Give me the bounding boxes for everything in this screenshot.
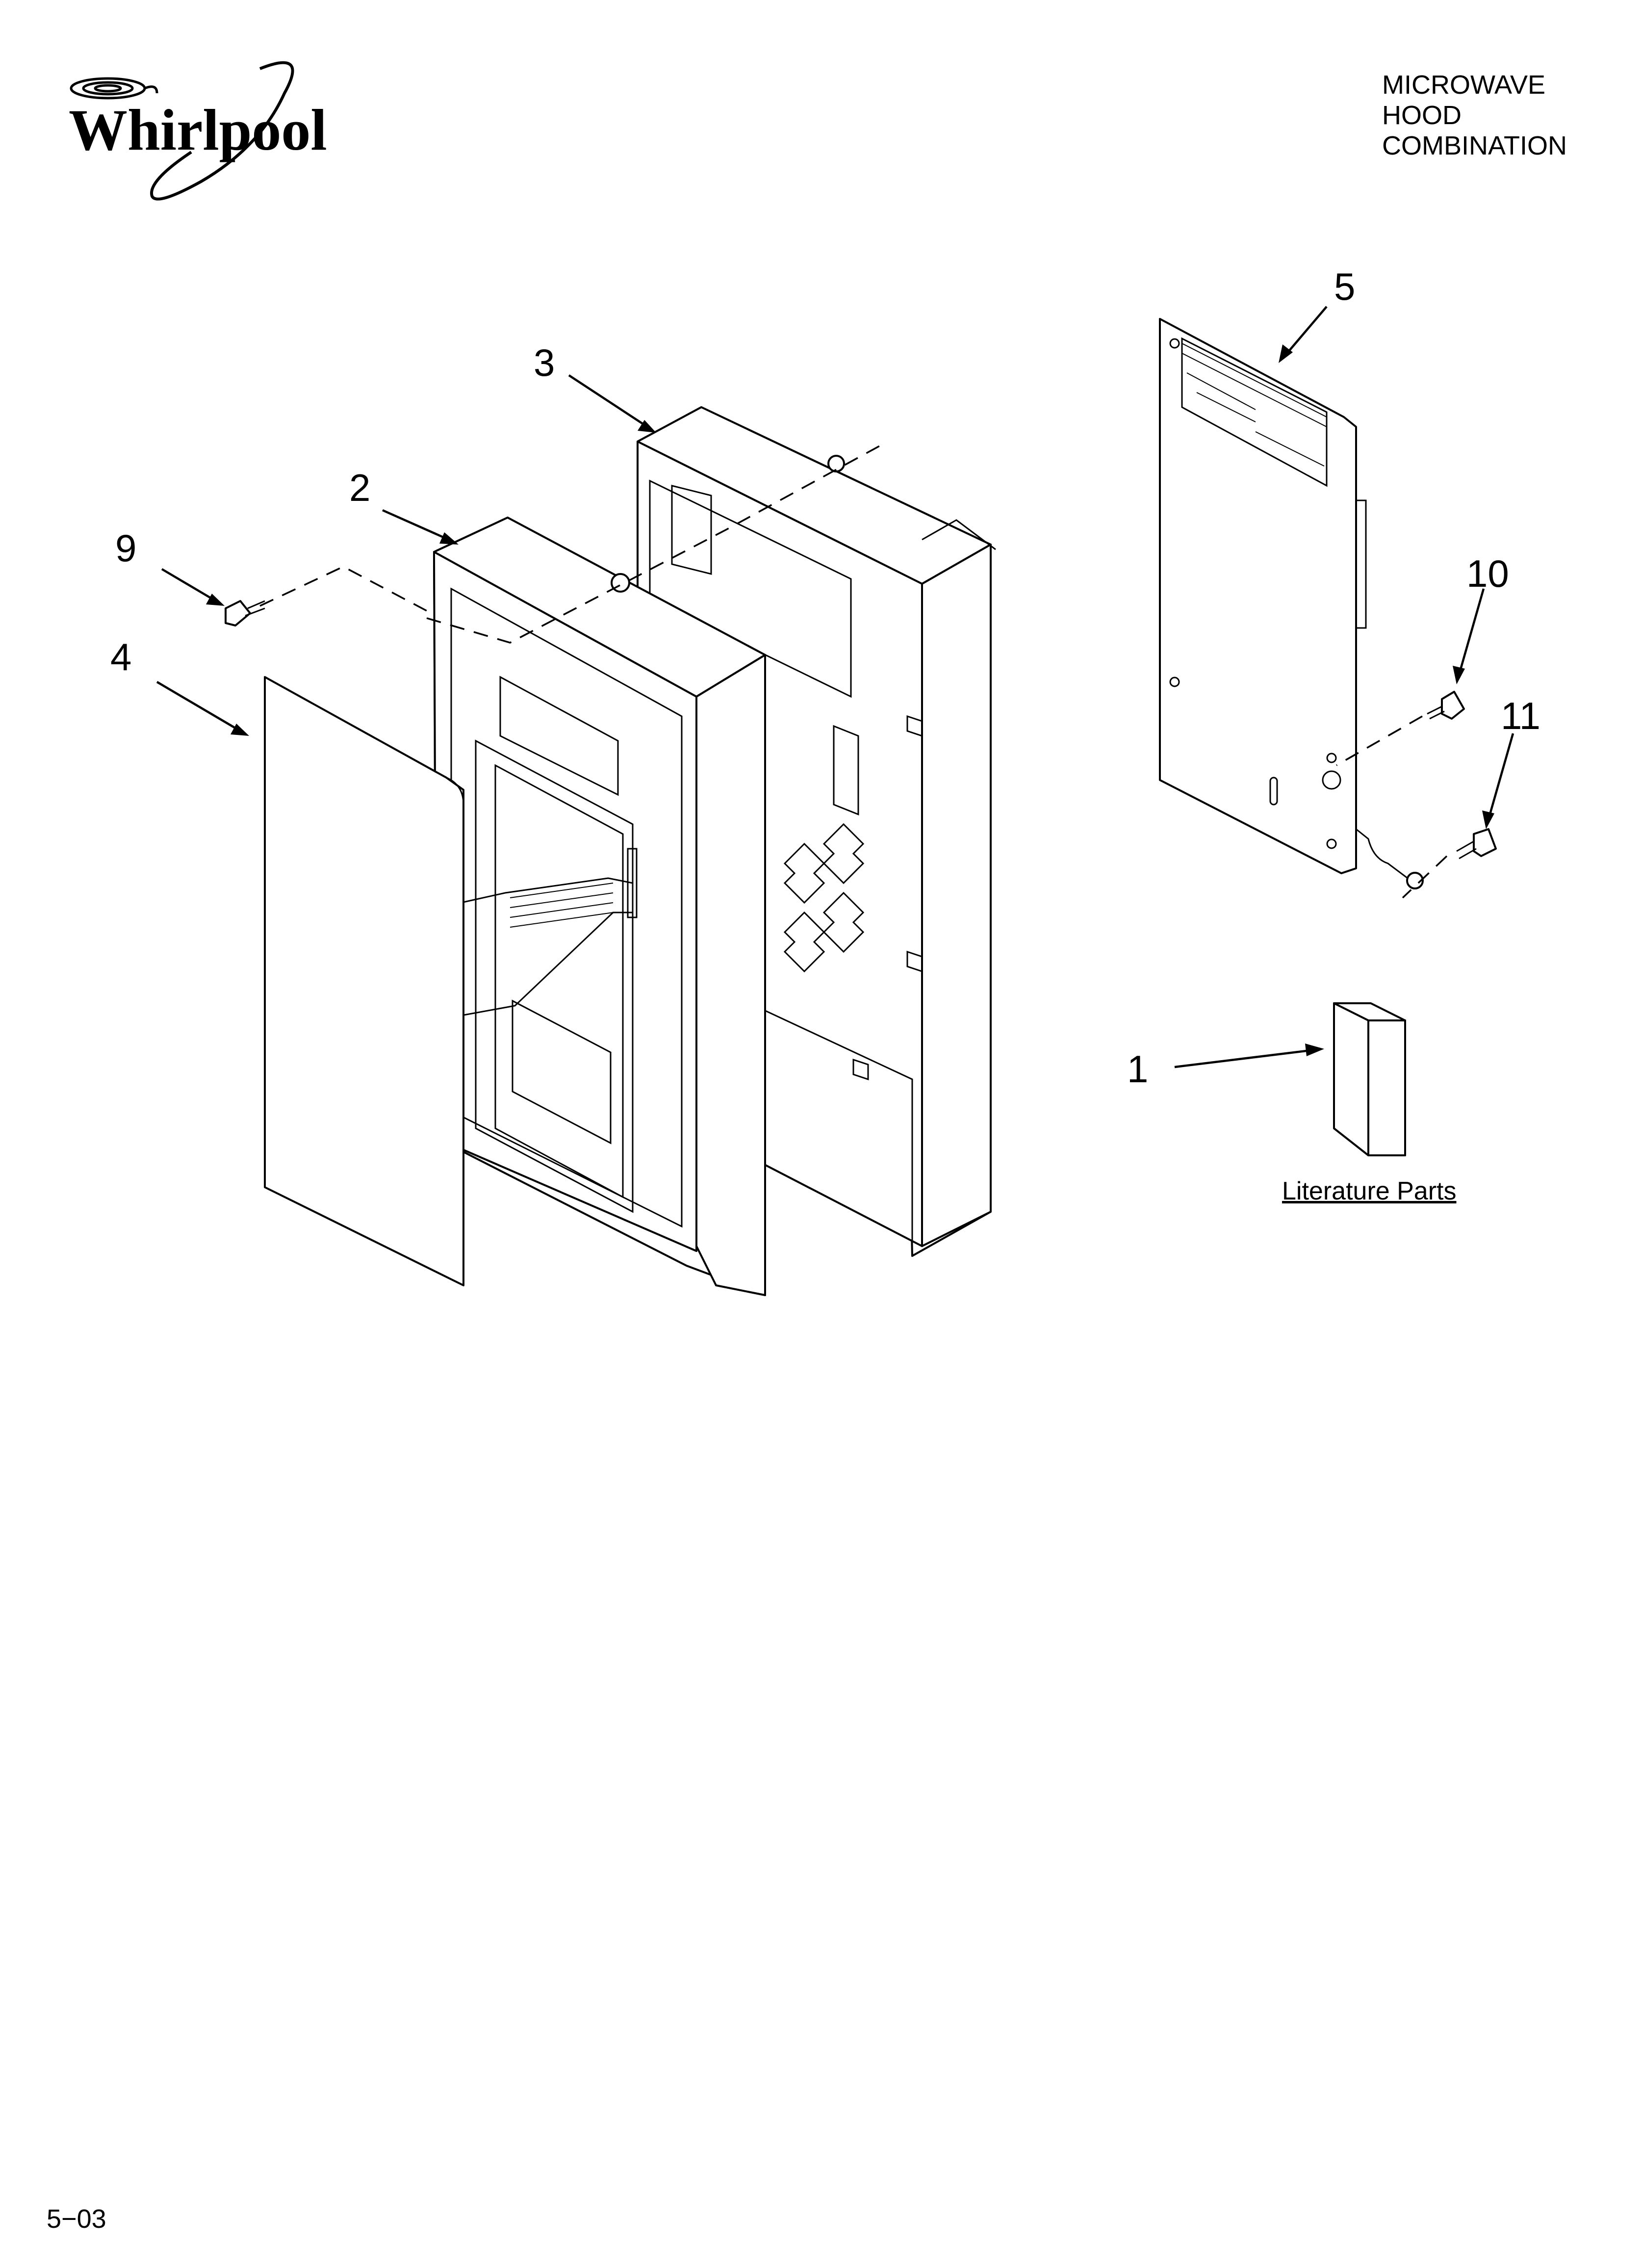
- callout-9: 9: [115, 526, 137, 570]
- product-title-line-1: MICROWAVE: [1382, 70, 1545, 100]
- product-title-line-2: HOOD: [1382, 101, 1462, 130]
- callout-5: 5: [1334, 265, 1356, 308]
- page-code: 5−03: [47, 2204, 106, 2234]
- callout-3: 3: [534, 341, 555, 384]
- callout-2: 2: [349, 466, 371, 509]
- whirlpool-logo: Whirlpool: [69, 61, 327, 201]
- callout-4: 4: [110, 635, 132, 678]
- keypad-button-cutouts: [783, 823, 865, 973]
- overlay-panel-part-4: [264, 676, 464, 1286]
- svg-text:Whirlpool: Whirlpool: [69, 97, 327, 162]
- literature-parts-label: Literature Parts: [1282, 1177, 1457, 1205]
- callout-10: 10: [1466, 552, 1509, 595]
- screw-part-10: [1427, 691, 1465, 720]
- literature-pamphlet-part-1: [1333, 1002, 1406, 1156]
- control-panel-part-2: [433, 517, 766, 1296]
- screw-part-11: [1456, 828, 1497, 860]
- control-board-part-5: [1159, 318, 1424, 889]
- callout-1: 1: [1127, 1047, 1149, 1091]
- product-title-line-3: COMBINATION: [1382, 131, 1567, 160]
- screw-part-9: [225, 600, 265, 626]
- callout-11: 11: [1501, 694, 1540, 737]
- product-title: MICROWAVE HOOD COMBINATION: [1382, 70, 1567, 161]
- leader-arrows: [156, 306, 1514, 1069]
